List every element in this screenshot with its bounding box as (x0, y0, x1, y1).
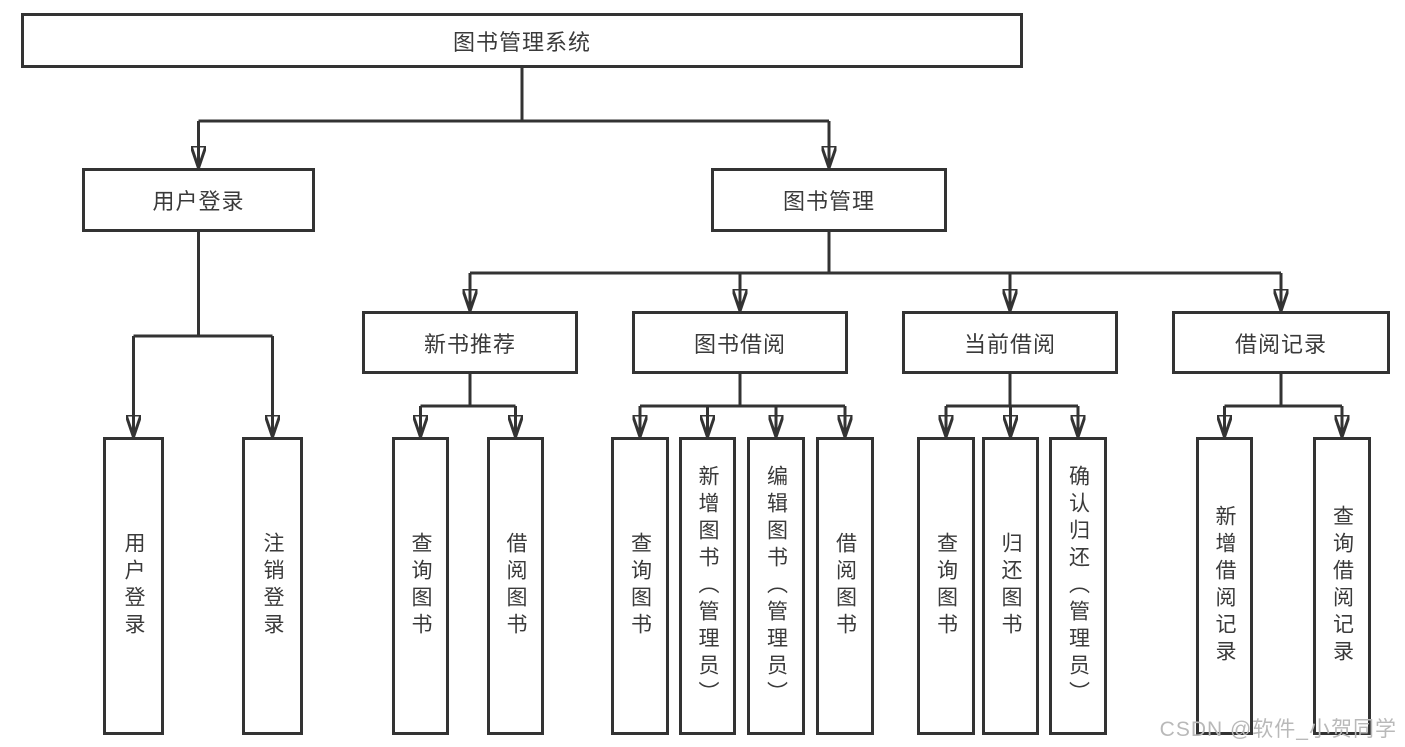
node-label: 图书借阅 (693, 331, 786, 357)
node-book-borrow: 图书借阅 (632, 311, 848, 374)
node-label: 新增图书（管理员） (696, 464, 719, 708)
leaf-bor-edit-books-admin: 编辑图书（管理员） (747, 437, 805, 735)
node-user-login: 用户登录 (82, 168, 315, 232)
node-new-book-recommend: 新书推荐 (362, 311, 578, 374)
node-label: 查询图书 (628, 532, 652, 640)
node-label: 用户登录 (122, 532, 145, 640)
leaf-cur-return-books: 归还图书 (982, 437, 1039, 735)
node-label: 借阅记录 (1234, 331, 1327, 357)
leaf-rec-borrow-books: 借阅图书 (487, 437, 544, 735)
node-book-management: 图书管理 (711, 168, 947, 232)
node-label: 新增借阅记录 (1213, 505, 1236, 667)
node-label: 当前借阅 (963, 331, 1056, 357)
node-library-management-system: 图书管理系统 (21, 13, 1023, 68)
node-label: 确认归还（管理员） (1066, 464, 1090, 708)
leaf-cur-query-books: 查询图书 (917, 437, 975, 735)
leaf-hist-query-record: 查询借阅记录 (1313, 437, 1371, 735)
node-label: 图书管理 (782, 189, 875, 214)
node-label: 查询图书 (934, 532, 958, 640)
node-label: 图书管理系统 (452, 29, 591, 55)
leaf-user-login: 用户登录 (103, 437, 164, 735)
node-label: 新书推荐 (423, 331, 516, 357)
node-label: 用户登录 (152, 189, 245, 214)
leaf-bor-add-books-admin: 新增图书（管理员） (679, 437, 736, 735)
node-label: 注销登录 (261, 532, 284, 640)
node-borrow-records: 借阅记录 (1172, 311, 1390, 374)
node-current-borrow: 当前借阅 (902, 311, 1118, 374)
leaf-cur-confirm-return-admin: 确认归还（管理员） (1049, 437, 1107, 735)
leaf-logout: 注销登录 (242, 437, 303, 735)
node-label: 查询借阅记录 (1330, 505, 1354, 667)
leaf-bor-borrow-books: 借阅图书 (816, 437, 874, 735)
leaf-rec-query-books: 查询图书 (392, 437, 449, 735)
leaf-hist-add-record: 新增借阅记录 (1196, 437, 1253, 735)
node-label: 归还图书 (999, 532, 1022, 640)
node-label: 编辑图书（管理员） (764, 464, 788, 708)
node-label: 借阅图书 (833, 532, 857, 640)
leaf-bor-query-books: 查询图书 (611, 437, 669, 735)
node-label: 借阅图书 (504, 532, 527, 640)
csdn-watermark: CSDN @软件_小贺同学 (1159, 718, 1397, 741)
node-label: 查询图书 (409, 532, 432, 640)
